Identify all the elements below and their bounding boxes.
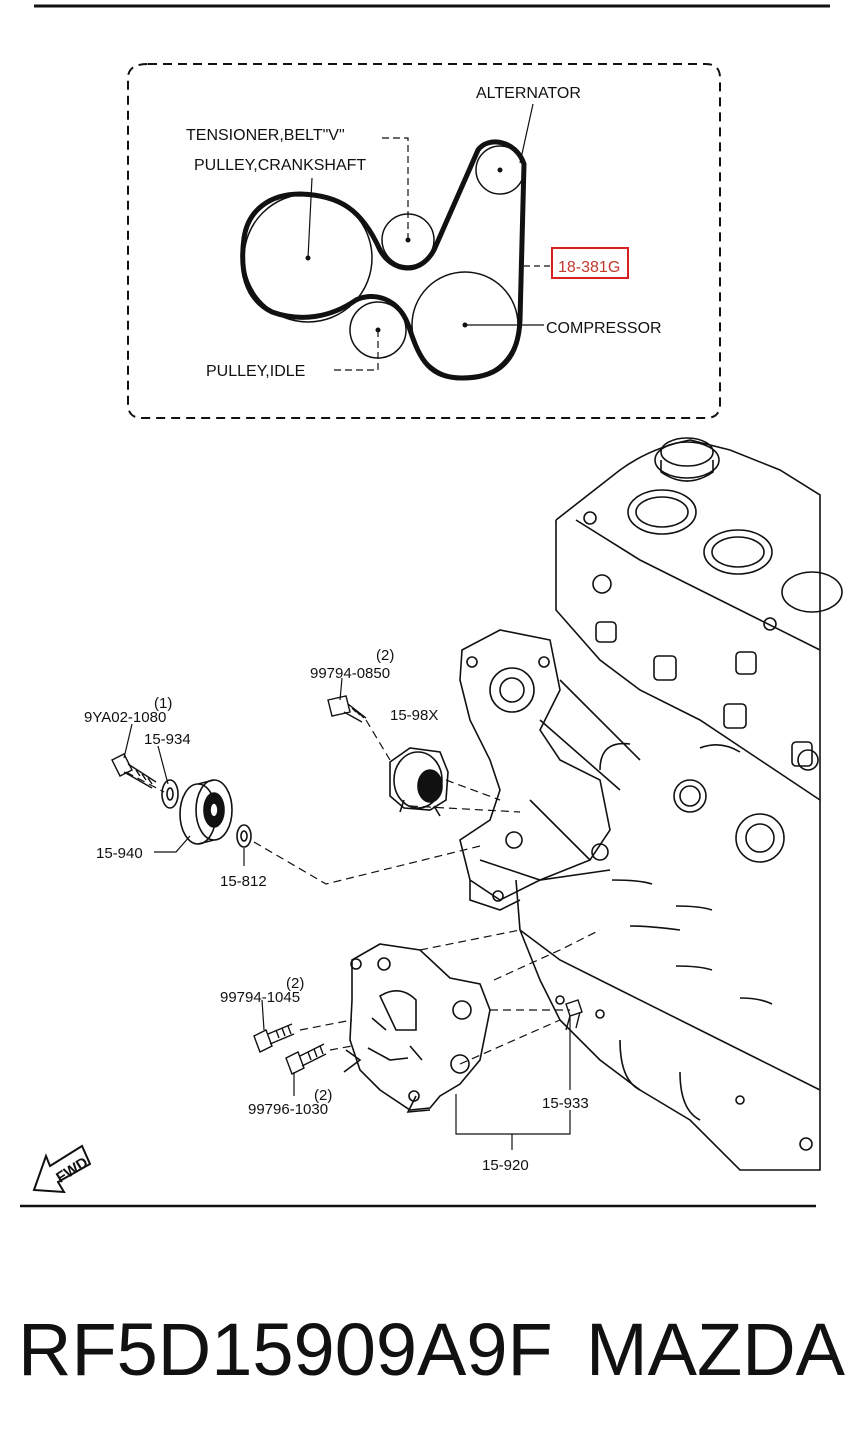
alternator-leader [519,103,534,164]
part-caption: RF5D15909A9F MAZDA [18,1300,858,1400]
qty-99794-0850: (2) [376,647,394,664]
bolt-99794-0850 [327,695,367,723]
alternator-center [497,167,503,173]
washer-15-812 [236,824,252,848]
bolt-9ya02-1080 [111,753,157,789]
part-number: RF5D15909A9F [18,1308,553,1391]
part-label-15-812: 15-812 [220,873,267,890]
bolt-99794-1045 [253,1023,295,1053]
idle-leader [334,330,379,371]
drive-belt [240,139,527,381]
crankshaft-leader [307,177,313,259]
part-label-15-98x: 15-98X [390,707,438,724]
belt-tensioner-assembly [389,747,449,817]
part-label-15-934: 15-934 [144,731,191,748]
bolt-99796-1030 [285,1043,327,1075]
qty-99794-1045: (2) [286,975,304,992]
stud-15-933 [565,999,583,1031]
tensioner-label: TENSIONER,BELT"V" [186,127,345,144]
qty-99796-1030: (2) [314,1087,332,1104]
inset-frame [127,63,721,419]
fwd-arrow-icon: FWD [32,1144,91,1194]
part-label-99796-1030: 99796-1030 [248,1101,328,1118]
part-leaders [123,677,571,1150]
crankshaft-label: PULLEY,CRANKSHAFT [194,157,366,174]
alternator-label: ALTERNATOR [476,85,581,102]
engine-block [515,437,843,1171]
tensioner-leader [382,137,409,240]
part-label-15-940: 15-940 [96,845,143,862]
idle-label: PULLEY,IDLE [206,363,305,380]
brand-name: MAZDA [586,1308,845,1391]
qty-9ya02-1080: (1) [154,695,172,712]
part-label-99794-0850: 99794-0850 [310,665,390,682]
part-label-99794-1045: 99794-1045 [220,989,300,1006]
compressor-label: COMPRESSOR [546,320,662,337]
assembly-lines [125,719,601,1065]
part-label-15-920: 15-920 [482,1157,529,1174]
part-label-15-933: 15-933 [542,1095,589,1112]
fwd-label: FWD [53,1154,91,1187]
compressor-bracket-15-920 [343,943,491,1113]
idle-pulley-15-940 [179,779,233,845]
belt-ref-label: 18-381G [558,259,620,276]
part-label-9ya02-1080: 9YA02-1080 [84,709,166,726]
belt-routing-inset: ALTERNATOR TENSIONER,BELT"V" PULLEY,CRAN… [127,63,721,419]
mounting-bracket [459,629,641,911]
washer-15-934 [161,779,179,809]
belt-ref-highlight-box [551,247,629,279]
